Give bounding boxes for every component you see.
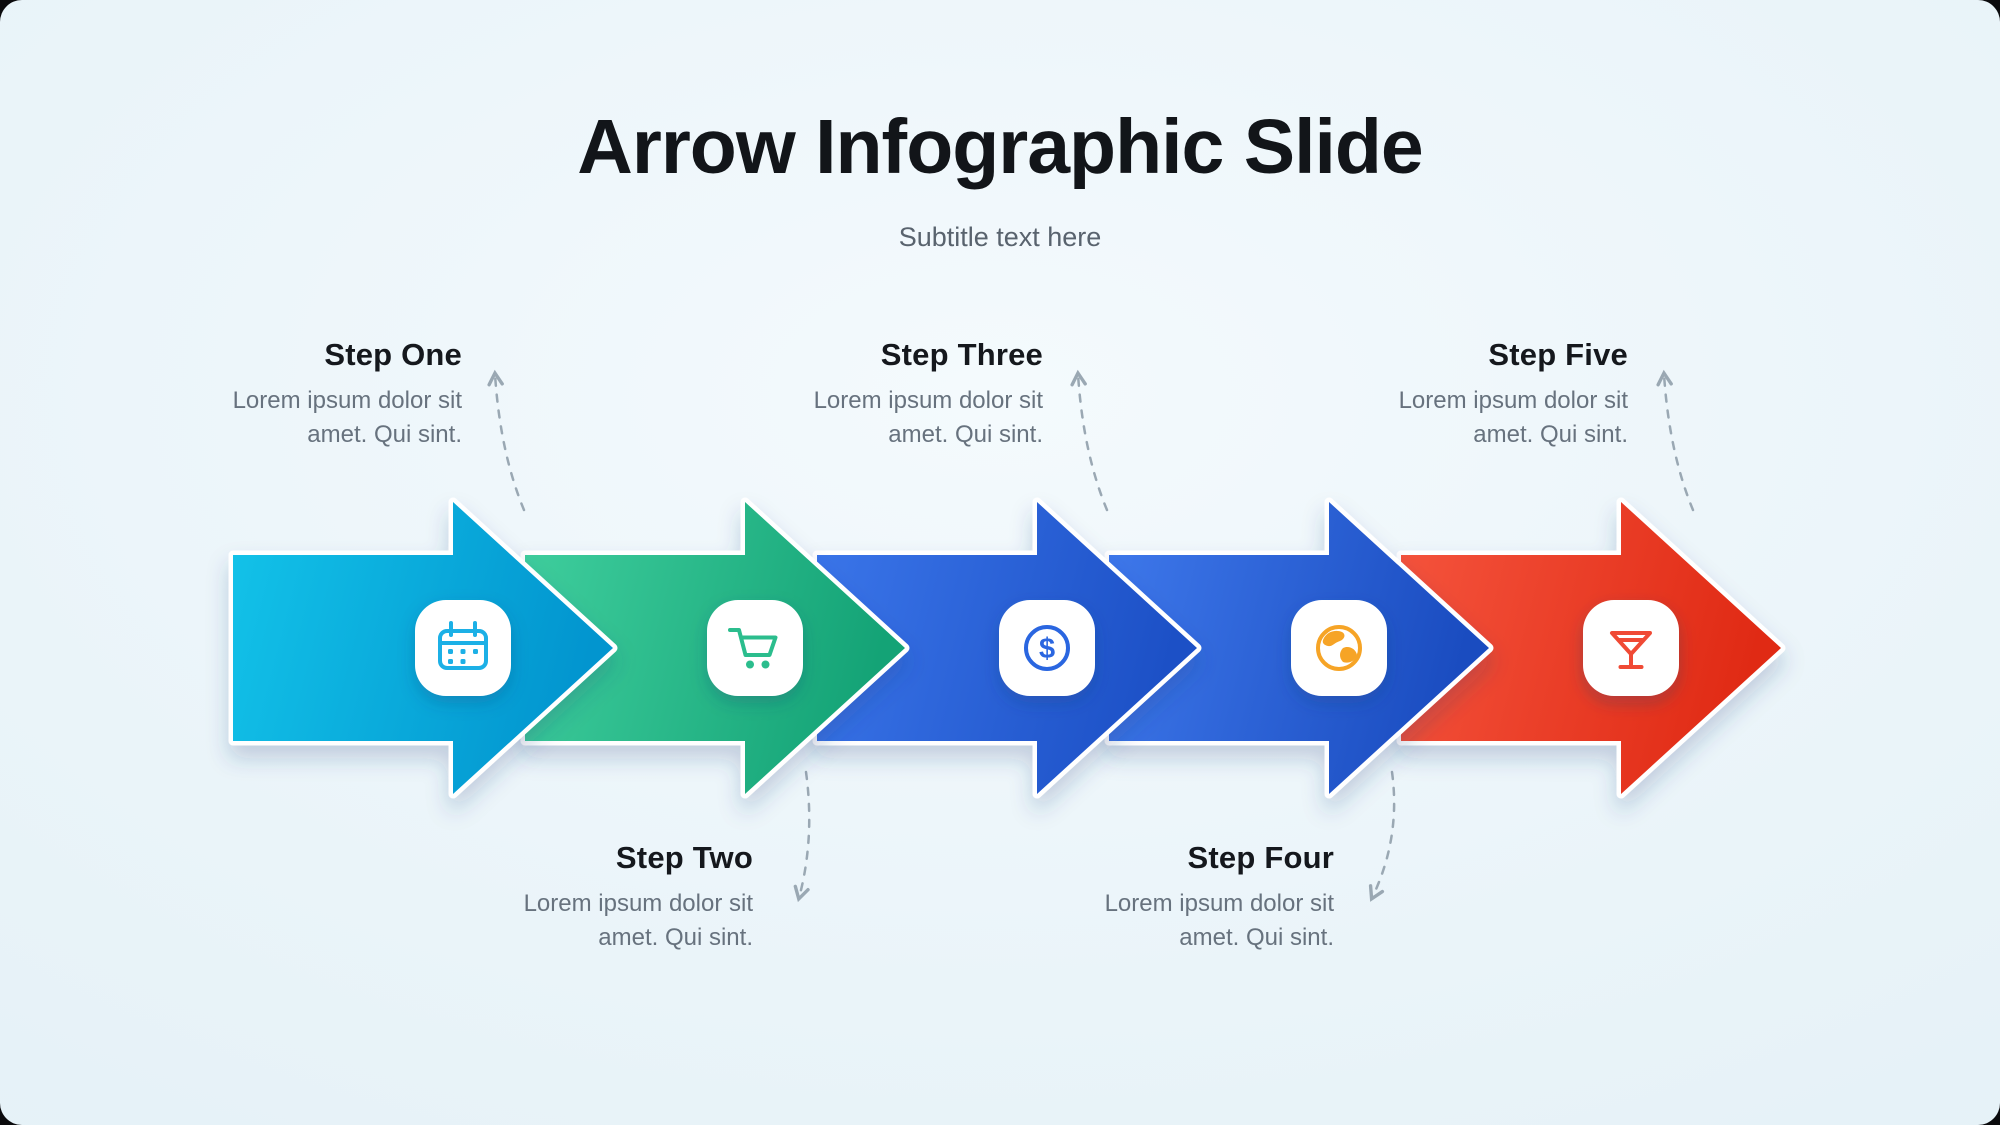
connector-step-five — [1656, 369, 1695, 512]
step-description: Lorem ipsum dolor sit amet. Qui sint. — [1104, 890, 1334, 952]
connectors — [487, 369, 1695, 903]
connector-step-two — [793, 770, 811, 903]
icon-chip — [1291, 600, 1387, 696]
dollar-glyph: $ — [1039, 633, 1055, 665]
icon-chip — [1583, 600, 1679, 696]
step-label-one: Step One Lorem ipsum dolor sit amet. Qui… — [233, 337, 462, 452]
calendar-icon — [438, 621, 488, 670]
icon-chips — [415, 600, 1679, 696]
connector-step-four — [1368, 770, 1396, 902]
step-description: Lorem ipsum dolor sit amet. Qui sint. — [232, 387, 462, 449]
step-label-two: Step Two Lorem ipsum dolor sit amet. Qui… — [524, 840, 753, 955]
martini-icon — [1610, 631, 1652, 669]
connector-step-three — [1070, 369, 1109, 512]
step-title: Step Four — [1187, 840, 1334, 875]
page-title: Arrow Infographic Slide — [577, 104, 1423, 190]
step-title: Step Three — [880, 337, 1043, 372]
subtitle: Subtitle text here — [898, 222, 1102, 252]
step-label-three: Step Three Lorem ipsum dolor sit amet. Q… — [814, 337, 1043, 452]
step-description: Lorem ipsum dolor sit amet. Qui sint. — [1398, 387, 1628, 449]
icon-chip — [707, 600, 803, 696]
step-label-five: Step Five Lorem ipsum dolor sit amet. Qu… — [1399, 337, 1628, 452]
globe-icon — [1316, 625, 1362, 671]
step-title: Step One — [324, 337, 462, 372]
icon-chip — [415, 600, 511, 696]
step-title: Step Five — [1488, 337, 1628, 372]
icon-chip — [999, 600, 1095, 696]
connector-step-one — [487, 369, 526, 512]
dollar-coin-icon: $ — [1024, 625, 1070, 671]
step-description: Lorem ipsum dolor sit amet. Qui sint. — [523, 890, 753, 952]
step-description: Lorem ipsum dolor sit amet. Qui sint. — [813, 387, 1043, 449]
step-title: Step Two — [615, 840, 753, 875]
shopping-cart-icon — [728, 628, 778, 669]
step-label-four: Step Four Lorem ipsum dolor sit amet. Qu… — [1105, 840, 1334, 955]
